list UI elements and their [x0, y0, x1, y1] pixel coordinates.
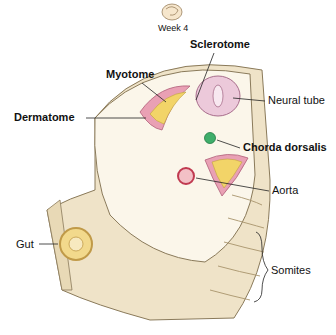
part-label: Dermatome — [14, 111, 75, 124]
part-label: Neural tube — [268, 94, 325, 107]
embryo-icon — [162, 4, 182, 20]
leader-chorda — [217, 140, 240, 148]
gut-tube — [60, 228, 92, 260]
leader-gut — [39, 244, 58, 245]
embryo-icon-body — [162, 4, 182, 20]
part-label: Somites — [271, 264, 311, 277]
section-face — [95, 70, 255, 262]
leader-neural-tube — [233, 98, 265, 101]
gut-lumen — [69, 237, 83, 251]
neural-canal — [213, 85, 223, 107]
chorda-dorsalis — [205, 133, 216, 144]
dermatome-band-lower — [205, 154, 248, 196]
body-block — [47, 65, 270, 320]
aorta — [178, 168, 194, 184]
leader-lines — [39, 53, 269, 302]
part-label: Gut — [16, 238, 34, 251]
part-label: Myotome — [106, 68, 154, 81]
part-label: Aorta — [272, 184, 298, 197]
leader-aorta — [196, 178, 269, 191]
dermatome-band — [140, 86, 190, 130]
part-label: Sclerotome — [190, 38, 250, 51]
leader-sclerotome — [196, 53, 214, 100]
part-label: Week 4 — [158, 22, 188, 35]
somites-bracket — [254, 232, 268, 302]
leader-myotome — [142, 83, 166, 102]
leader-dermatome — [86, 118, 146, 119]
myotome-band — [150, 92, 186, 124]
part-label: Chorda dorsalis — [243, 141, 327, 154]
embryo-icon-curl — [166, 7, 178, 15]
somite-bumps — [210, 195, 264, 300]
